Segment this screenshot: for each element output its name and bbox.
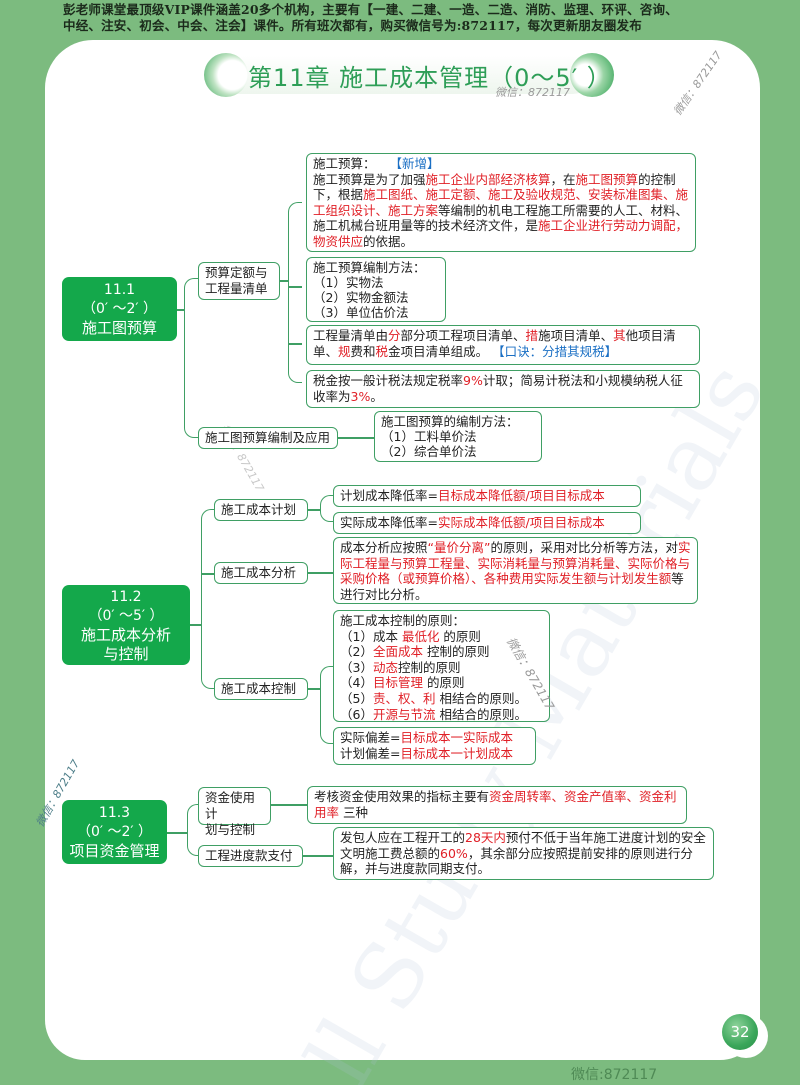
leaf-progress-payment-rule: 发包人应在工程开工的28天内预付不低于当年施工进度计划的安全文明施工费总额的60… [333,827,714,880]
principle-item: （1）成本 最低化 的原则 [340,628,481,644]
branch-budget-quota: 预算定额与 工程量清单 [198,262,280,300]
branch-cost-analysis: 施工成本分析 [214,562,308,584]
leaf-construction-budget: 施工预算： 【新增】 施工预算是为了加强施工企业内部经济核算，在施工图预算的控制… [306,153,696,252]
leaf-cost-control-principles: 施工成本控制的原则： （1）成本 最低化 的原则 （2）全面成本 控制的原则 （… [333,610,550,722]
section-11-1-node: 11.1 （0′ ～2′ ） 施工图预算 [62,277,177,341]
section-time: （0′ ～2′ ） [76,824,153,840]
leaf-budget-methods: 施工预算编制方法： （1）实物法 （2）实物金额法 （3）单位估价法 [306,257,446,322]
leaf-planned-cost-reduction-rate: 计划成本降低率=目标成本降低额/项目目标成本 [333,485,641,507]
top-banner: 彭老师课堂最顶级VIP课件涵盖20多个机构，主要有【一建、二建、一造、二造、消防… [0,0,800,40]
new-tag: 【新增】 [389,156,440,171]
leaf-bill-of-quantities: 工程量清单由分部分项工程项目清单、措施项目清单、其他项目清单、规费和税金项目清单… [306,325,700,365]
principle-item: （3）动态控制的原则 [340,659,461,675]
branch-cost-control: 施工成本控制 [214,678,308,700]
title-circle-left-icon [204,53,248,97]
section-time: （0′ ～2′ ） [81,301,158,317]
section-time: （0′ ～5′ ） [88,608,164,624]
branch-fund-plan-control: 资金使用计 划与控制 [198,787,271,837]
section-number: 11.1 [103,282,136,298]
section-title: 项目资金管理 [69,842,160,860]
footer-watermark: 微信:872117 [571,1067,658,1083]
title-bar [212,56,592,94]
mnemonic: 【口诀：分措其规税】 [492,344,618,359]
principle-item: （6）开源与节流 相结合的原则。 [340,706,527,722]
page-number-badge: 32 [722,1014,758,1050]
watermark-wechat: 微信：872117 [495,86,570,99]
principle-item: （4）目标管理 的原则 [340,675,465,691]
leaf-tax-rate: 税金按一般计税法规定税率9%计取；简易计税法和小规模纳税人征收率为3%。 [306,370,700,408]
title-circle-right-icon [570,53,614,97]
leaf-drawing-budget-methods: 施工图预算的编制方法： （1）工料单价法 （2）综合单价法 [374,411,542,462]
banner-line-2: 中经、注安、初会、中会、注会】课件。所有班次都有，购买微信号为:872117，每… [63,18,642,33]
leaf-fund-usage-indicators: 考核资金使用效果的指标主要有资金周转率、资金产值率、资金利用率 三种 [307,786,687,824]
section-title: 施工成本分析 [80,626,171,644]
section-11-2-node: 11.2 （0′ ～5′ ） 施工成本分析 与控制 [62,585,190,665]
principle-item: （2）全面成本 控制的原则 [340,644,490,660]
section-title: 施工图预算 [81,319,157,337]
leaf-cost-analysis-principle: 成本分析应按照“量价分离”的原则，采用对比分析等方法，对实际工程量与预算工程量、… [333,537,698,604]
banner-line-1: 彭老师课堂最顶级VIP课件涵盖20多个机构，主要有【一建、二建、一造、二造、消防… [63,2,678,17]
leaf-actual-cost-reduction-rate: 实际成本降低率=实际成本降低额/项目目标成本 [333,512,641,534]
section-number: 11.2 [110,589,142,605]
section-11-3-node: 11.3 （0′ ～2′ ） 项目资金管理 [62,800,167,864]
branch-cost-plan: 施工成本计划 [214,499,308,521]
section-number: 11.3 [98,805,131,821]
chapter-title-banner: 第11章 施工成本管理（0～5′ ） [200,50,614,100]
chapter-title: 第11章 施工成本管理（0～5′ ） [248,64,612,92]
leaf-cost-deviation: 实际偏差=目标成本一实际成本 计划偏差=目标成本一计划成本 [333,727,536,765]
branch-progress-payment: 工程进度款支付 [198,845,303,867]
branch-drawing-budget-application: 施工图预算编制及应用 [198,427,338,449]
principle-item: （5）责、权、利 相结合的原则。 [340,690,527,706]
